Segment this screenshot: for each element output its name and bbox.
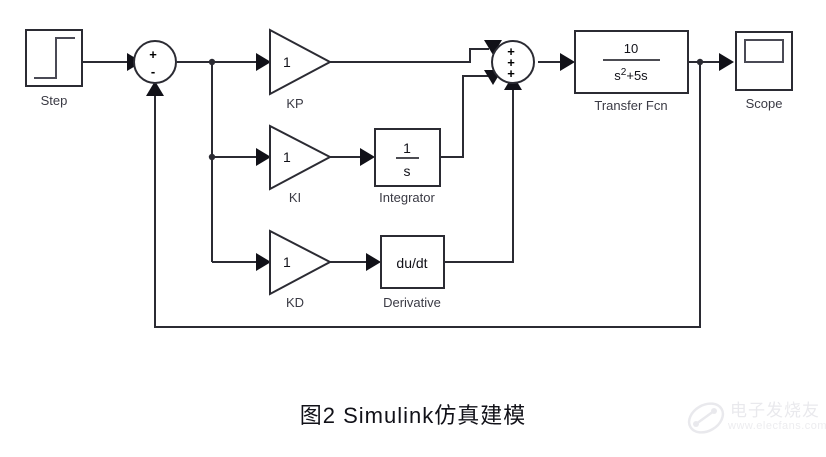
- sum1-block-body[interactable]: [133, 40, 177, 84]
- kp-gain-value: 1: [283, 54, 291, 70]
- block-sum1[interactable]: + -: [133, 40, 177, 84]
- transfer-fcn-block-body[interactable]: [574, 30, 689, 94]
- kd-block-label: KD: [286, 295, 304, 310]
- wire-kp-to-sum2: [330, 48, 489, 63]
- block-derivative[interactable]: du/dt Derivative: [380, 235, 445, 310]
- sum1-sign-plus: +: [149, 47, 157, 62]
- step-block-label: Step: [41, 93, 68, 108]
- integrator-numerator: 1: [403, 140, 411, 156]
- block-kp[interactable]: 1 KP: [269, 28, 333, 111]
- junction-dot-error-branch: [208, 58, 216, 66]
- transfer-fcn-den-rest: +5s: [626, 68, 648, 83]
- arrowhead-kd-input: [256, 253, 271, 271]
- arrowhead-sum2-input-top: [484, 40, 502, 55]
- derivative-block-label: Derivative: [383, 295, 441, 310]
- sum2-sign-mid: +: [507, 55, 515, 70]
- wire-integrator-to-sum2: [440, 75, 489, 158]
- wire-derivative-to-sum2: [444, 90, 514, 263]
- transfer-fcn-numerator: 10: [624, 41, 638, 56]
- transfer-fcn-den-base: s: [614, 68, 621, 83]
- ki-block-label: KI: [289, 190, 301, 205]
- arrowhead-derivative-input: [366, 253, 381, 271]
- transfer-fcn-den-exponent: 2: [621, 67, 627, 78]
- scope-icon: [744, 39, 784, 63]
- junction-dot-ki-branch: [208, 153, 216, 161]
- ki-gain-triangle-icon[interactable]: [269, 124, 333, 191]
- arrowhead-sum1-feedback-input: [146, 81, 164, 96]
- block-transfer-fcn[interactable]: 10 s2+5s Transfer Fcn: [574, 30, 689, 113]
- block-kd[interactable]: 1 KD: [269, 229, 333, 310]
- junction-dot-feedback-tap: [696, 58, 704, 66]
- kd-gain-value: 1: [283, 254, 291, 270]
- block-sum2[interactable]: + + +: [491, 40, 535, 84]
- arrowhead-scope-input: [719, 53, 734, 71]
- wire-feedback-loop: [154, 62, 701, 328]
- figure-caption: 图2 Simulink仿真建模: [299, 403, 527, 428]
- derivative-block-body[interactable]: [380, 235, 445, 289]
- step-block-body[interactable]: [25, 29, 83, 87]
- sum1-sign-minus: -: [151, 64, 155, 79]
- wire-group: [82, 48, 731, 328]
- step-signal-icon: [34, 37, 75, 79]
- derivative-expression: du/dt: [396, 255, 427, 271]
- transfer-fcn-block-label: Transfer Fcn: [594, 98, 667, 113]
- block-integrator[interactable]: 1 s Integrator: [374, 128, 441, 205]
- block-ki[interactable]: 1 KI: [269, 124, 333, 205]
- arrowhead-ki-input: [256, 148, 271, 166]
- arrowhead-transfer-fcn-input: [560, 53, 575, 71]
- kp-block-label: KP: [286, 96, 303, 111]
- scope-block-label: Scope: [746, 96, 783, 111]
- sum2-block-body[interactable]: [491, 40, 535, 84]
- arrowhead-integrator-input: [360, 148, 375, 166]
- kp-gain-triangle-icon[interactable]: [269, 28, 333, 96]
- junction-dot-group: [208, 58, 704, 161]
- kd-gain-triangle-icon[interactable]: [269, 229, 333, 296]
- integrator-block-label: Integrator: [379, 190, 435, 205]
- arrowhead-kp-input: [256, 53, 271, 71]
- ki-gain-value: 1: [283, 149, 291, 165]
- sum2-sign-top: +: [507, 44, 515, 59]
- transfer-fcn-denominator: s2+5s: [614, 67, 648, 83]
- integrator-denominator: s: [404, 163, 411, 179]
- block-scope[interactable]: Scope: [735, 31, 793, 111]
- block-step[interactable]: Step: [25, 29, 83, 108]
- sum2-sign-bottom: +: [507, 66, 515, 81]
